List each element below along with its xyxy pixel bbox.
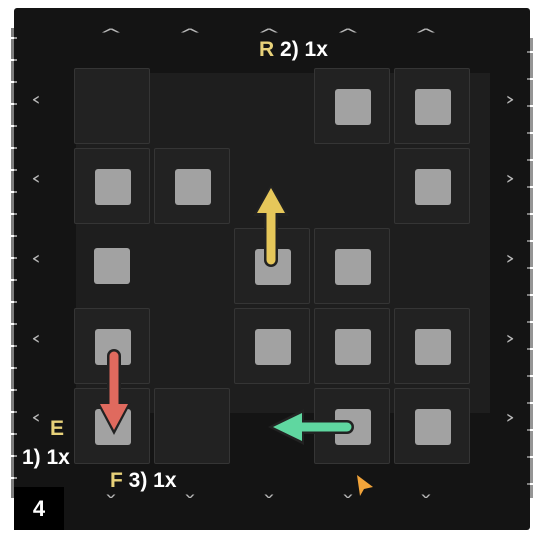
gray-tile bbox=[175, 169, 211, 205]
grid-cell-r1-c5[interactable] bbox=[394, 68, 470, 144]
row-2-right-chevron-right-icon[interactable]: › bbox=[504, 168, 516, 189]
gray-tile bbox=[415, 329, 451, 365]
grid-cell-r5-c2[interactable] bbox=[154, 388, 230, 464]
bottom-move-label: F 3) 1x bbox=[110, 469, 177, 493]
grid-cell-r4-c4[interactable] bbox=[314, 308, 390, 384]
column-5-up-chevron-up-icon[interactable]: ^ bbox=[413, 26, 439, 43]
grid-cell-r2-c1[interactable] bbox=[74, 148, 150, 224]
column-1-up-chevron-up-icon[interactable]: ^ bbox=[98, 26, 124, 43]
column-4-up-chevron-up-icon[interactable]: ^ bbox=[335, 26, 361, 43]
gray-tile bbox=[335, 89, 371, 125]
column-4-down-chevron-down-icon[interactable]: ˅ bbox=[340, 493, 356, 510]
row-5-left-chevron-left-icon[interactable]: ‹ bbox=[30, 407, 42, 428]
up-move-arrow bbox=[253, 184, 289, 267]
column-2-up-chevron-up-icon[interactable]: ^ bbox=[177, 26, 203, 43]
gray-tile bbox=[94, 248, 130, 284]
top-move-key: R bbox=[259, 38, 275, 61]
gray-tile bbox=[415, 409, 451, 445]
left-move-key: E bbox=[50, 417, 65, 440]
grid-cell-r5-c4[interactable] bbox=[314, 388, 390, 464]
column-3-down-chevron-down-icon[interactable]: ˅ bbox=[261, 493, 277, 510]
row-3-left-chevron-left-icon[interactable]: ‹ bbox=[30, 248, 42, 269]
row-3-right-chevron-right-icon[interactable]: › bbox=[504, 248, 516, 269]
gray-tile bbox=[335, 329, 371, 365]
grid-cell-r4-c1[interactable] bbox=[74, 308, 150, 384]
mouse-cursor-icon bbox=[357, 475, 373, 496]
column-2-down-chevron-down-icon[interactable]: ˅ bbox=[182, 493, 198, 510]
gray-tile bbox=[335, 249, 371, 285]
row-4-right-chevron-right-icon[interactable]: › bbox=[504, 328, 516, 349]
grid-cell-r4-c3[interactable] bbox=[234, 308, 310, 384]
gray-tile bbox=[415, 89, 451, 125]
row-5-right-chevron-right-icon[interactable]: › bbox=[504, 407, 516, 428]
column-3-up-chevron-up-icon[interactable]: ^ bbox=[256, 26, 282, 43]
grid-cell-r1-c4[interactable] bbox=[314, 68, 390, 144]
grid-cell-r3-c1[interactable] bbox=[74, 228, 150, 304]
grid-cell-r1-c1[interactable] bbox=[74, 68, 150, 144]
grid-cell-r2-c2[interactable] bbox=[154, 148, 230, 224]
bottom-move-count: 3) 1x bbox=[128, 469, 177, 492]
gray-tile bbox=[415, 169, 451, 205]
column-5-down-chevron-down-icon[interactable]: ˅ bbox=[418, 493, 434, 510]
gray-tile bbox=[95, 169, 131, 205]
grid-cell-r5-c5[interactable] bbox=[394, 388, 470, 464]
gray-tile bbox=[255, 329, 291, 365]
row-1-right-chevron-right-icon[interactable]: › bbox=[504, 89, 516, 110]
column-1-down-chevron-down-icon[interactable]: ˅ bbox=[103, 493, 119, 510]
left-move-arrow bbox=[268, 409, 354, 445]
grid-cell-r3-c4[interactable] bbox=[314, 228, 390, 304]
top-move-label: R 2) 1x bbox=[259, 38, 328, 62]
row-1-left-chevron-left-icon[interactable]: ‹ bbox=[30, 89, 42, 110]
row-4-left-chevron-left-icon[interactable]: ‹ bbox=[30, 328, 42, 349]
top-move-count: 2) 1x bbox=[280, 38, 328, 61]
row-2-left-chevron-left-icon[interactable]: ‹ bbox=[30, 168, 42, 189]
down-move-arrow bbox=[96, 349, 132, 435]
bottom-move-key: F bbox=[110, 469, 123, 492]
left-move-count: 1) 1x bbox=[22, 446, 70, 469]
grid-cell-r4-c5[interactable] bbox=[394, 308, 470, 384]
level-number: 4 bbox=[14, 487, 64, 530]
grid-cell-r2-c5[interactable] bbox=[394, 148, 470, 224]
